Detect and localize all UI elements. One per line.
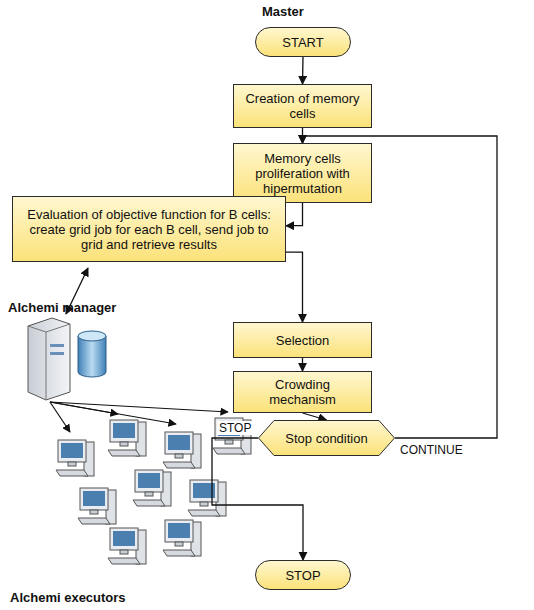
process-box: Memory cells proliferation with hipermut…	[233, 143, 372, 203]
process-box: Creation of memory cells	[233, 84, 372, 128]
process-box: Selection	[233, 322, 372, 358]
executor-computers	[56, 418, 251, 564]
component-label: Alchemi manager	[8, 300, 116, 315]
computer-icon	[108, 528, 146, 564]
computer-icon	[188, 480, 226, 516]
terminal-stop: STOP	[255, 560, 351, 590]
flow-arrow	[212, 438, 303, 560]
flow-arrow	[286, 252, 303, 322]
node-text: START	[282, 35, 323, 50]
component-label: Alchemi executors	[10, 590, 126, 605]
lane-title: Master	[262, 4, 304, 19]
node-text: Crowding mechanism	[242, 377, 363, 407]
decision-hexagon: Stop condition	[258, 420, 395, 456]
process-box: Crowding mechanism	[233, 371, 372, 413]
edge-label: CONTINUE	[398, 443, 465, 457]
manager-wire	[50, 402, 228, 412]
node-text: Creation of memory cells	[242, 91, 363, 121]
process-box: Evaluation of objective function for B c…	[12, 196, 286, 262]
node-text: Memory cells proliferation with hipermut…	[242, 151, 363, 196]
flow-arrow	[286, 203, 303, 226]
computer-icon	[108, 420, 146, 456]
terminal-start: START	[255, 27, 351, 57]
node-text: Selection	[276, 333, 329, 348]
computer-icon	[78, 488, 116, 524]
computer-icon	[133, 470, 171, 506]
node-text: Evaluation of objective function for B c…	[21, 207, 277, 252]
computer-icon	[56, 440, 94, 476]
computer-icon	[163, 520, 201, 556]
manager-wire	[50, 402, 70, 432]
flow-arrow	[302, 358, 303, 371]
node-text: Stop condition	[285, 431, 367, 446]
flow-arrow	[302, 57, 304, 84]
computer-icon	[163, 432, 201, 468]
database-icon	[78, 331, 106, 377]
node-text: STOP	[285, 568, 320, 583]
flow-arrow	[303, 413, 327, 420]
server-icon	[28, 318, 70, 400]
edge-label: STOP	[217, 421, 253, 435]
